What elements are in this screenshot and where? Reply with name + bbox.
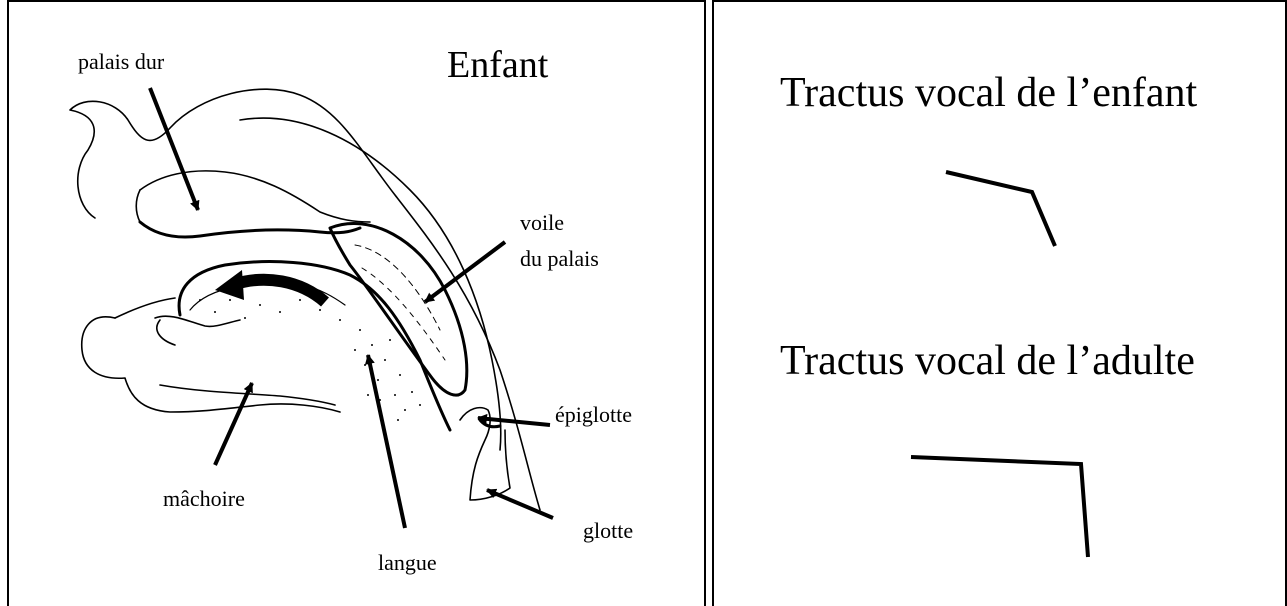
arrow-epiglotte: [478, 418, 550, 425]
arrow-palais-dur: [150, 88, 198, 210]
hard-palate-lower: [140, 222, 360, 237]
label-langue: langue: [378, 552, 437, 574]
label-voile: voile: [520, 212, 564, 234]
tongue-tip: [157, 320, 175, 345]
velum-outline: [330, 223, 467, 395]
arrow-glotte: [487, 490, 553, 518]
label-glotte: glotte: [583, 520, 633, 542]
hard-palate-front: [136, 190, 140, 222]
lower-lip: [155, 316, 240, 326]
velum-detail-2: [362, 268, 445, 360]
title-enfant: Enfant: [447, 46, 548, 84]
child-tract-angle: [946, 172, 1055, 246]
label-epiglotte: épiglotte: [555, 404, 632, 426]
title-child-tract: Tractus vocal de l’enfant: [780, 72, 1197, 114]
tongue-motion-arrow: [235, 280, 325, 302]
anatomy-drawing: [70, 89, 540, 510]
label-du-palais: du palais: [520, 248, 599, 270]
hard-palate-upper: [140, 171, 370, 222]
label-palais-dur: palais dur: [78, 51, 164, 73]
arrow-machoire: [215, 383, 252, 465]
label-machoire: mâchoire: [163, 488, 245, 510]
label-arrows: [150, 88, 553, 528]
tongue-motion-arrowhead: [215, 270, 244, 300]
chin: [115, 298, 175, 318]
adult-tract-angle: [911, 457, 1088, 557]
arrow-langue: [368, 355, 405, 528]
nasal-contour: [70, 89, 540, 510]
title-adult-tract: Tractus vocal de l’adulte: [780, 340, 1195, 382]
